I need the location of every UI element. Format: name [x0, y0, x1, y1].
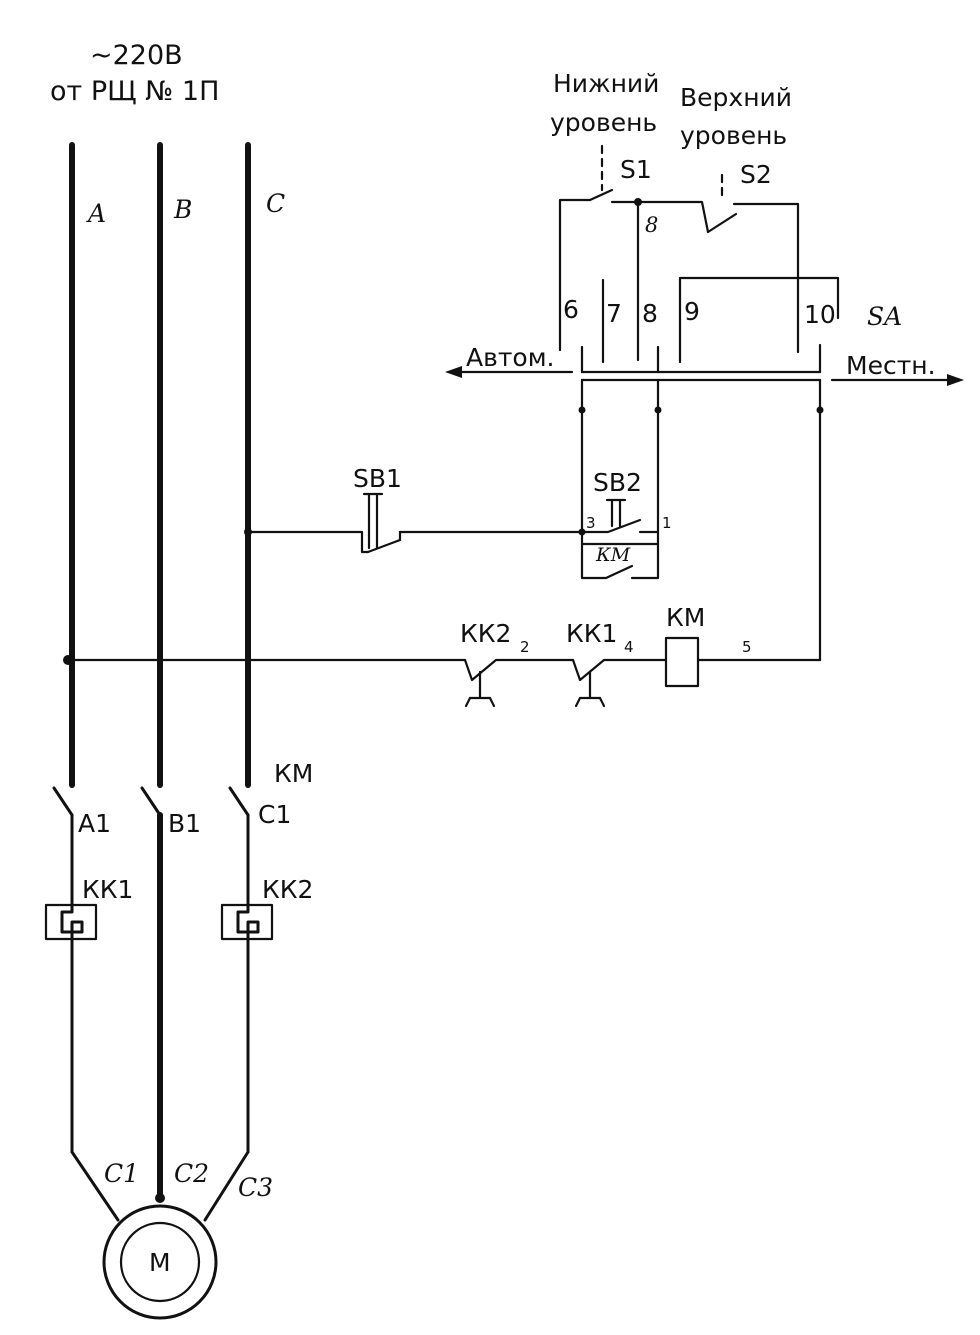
km-power-label: КМ: [274, 759, 313, 788]
motor-label: М: [149, 1248, 171, 1277]
contact-b1-label: В1: [168, 809, 201, 838]
sa-terminal-8: 8: [642, 299, 658, 328]
power-contact-a1: [52, 786, 74, 907]
km-hold-label: КМ: [595, 544, 631, 566]
stop-button-sb1: [246, 492, 402, 554]
s1-label: S1: [620, 155, 652, 184]
level-switch-s2: [636, 173, 800, 354]
thermal-contact-kk1: [571, 658, 668, 708]
sa-terminal-7: 7: [606, 299, 622, 328]
sa-terminal-6: 6: [563, 295, 579, 324]
sa-dot-left: [578, 406, 586, 414]
thermal-relay-kk1: [44, 903, 98, 1154]
lower-level-line1: Нижний: [553, 69, 659, 98]
kk1-coil-label: КК1: [566, 619, 617, 648]
upper-level-line2: уровень: [680, 121, 787, 150]
kk2-coil-label: КК2: [460, 619, 511, 648]
contact-a1-label: А1: [78, 809, 111, 838]
km-hold-contact: [580, 530, 660, 580]
lower-level-line2: уровень: [550, 108, 657, 137]
selector-switch-sa: [580, 276, 840, 382]
local-arrow: [830, 374, 964, 386]
motor-lead-c2-dot: [155, 1193, 165, 1203]
sa-terminal-10: 10: [804, 300, 836, 329]
supply-source: от РЩ № 1П: [50, 76, 219, 107]
thermal-relay-kk2-label: КК2: [262, 875, 313, 904]
thermal-contact-kk2: [463, 658, 575, 708]
thermal-relay-kk2: [220, 903, 274, 1154]
sa-dot-right: [816, 406, 824, 414]
selector-legs: [580, 378, 822, 662]
phase-c-label: C: [266, 189, 285, 218]
sb1-label: SB1: [353, 464, 402, 493]
local-label: Местн.: [846, 351, 936, 380]
lead-c2-label: С2: [174, 1159, 209, 1188]
node-1-label: 1: [662, 514, 672, 532]
upper-level-line1: Верхний: [680, 83, 792, 112]
tap-a-dot: [63, 655, 73, 665]
phase-b-label: B: [173, 195, 192, 224]
contactor-coil-km: [664, 636, 822, 688]
junction-8-label: 8: [645, 213, 658, 237]
motor-symbol: [102, 1204, 218, 1320]
node-3-label: 3: [586, 514, 596, 532]
lead-c3-label: С3: [238, 1173, 273, 1202]
sb2-label: SB2: [593, 468, 642, 497]
supply-voltage: ~220В: [90, 40, 183, 71]
s2-label: S2: [740, 160, 772, 189]
contact-c1-label: С1: [258, 800, 291, 829]
thermal-relay-kk1-label: КК1: [82, 875, 133, 904]
kk1-coil-sub: 4: [624, 638, 634, 656]
motor-leads: [70, 1150, 250, 1222]
tap-c-dot: [244, 528, 252, 536]
start-button-sb2: [398, 498, 660, 534]
sa-dot-mid: [654, 406, 662, 414]
sa-label: SA: [867, 302, 902, 331]
auto-label: Автом.: [466, 343, 555, 372]
auto-arrow: [445, 366, 574, 378]
power-contact-b1: [140, 786, 163, 1201]
km-coil-label: КМ: [666, 603, 705, 632]
power-contact-c1: [228, 786, 250, 907]
lead-c1-label: С1: [104, 1159, 139, 1188]
wire-5-label: 5: [742, 638, 752, 656]
phase-a-label: A: [86, 199, 106, 228]
kk2-coil-sub: 2: [520, 638, 530, 656]
sa-terminal-9: 9: [684, 297, 700, 326]
